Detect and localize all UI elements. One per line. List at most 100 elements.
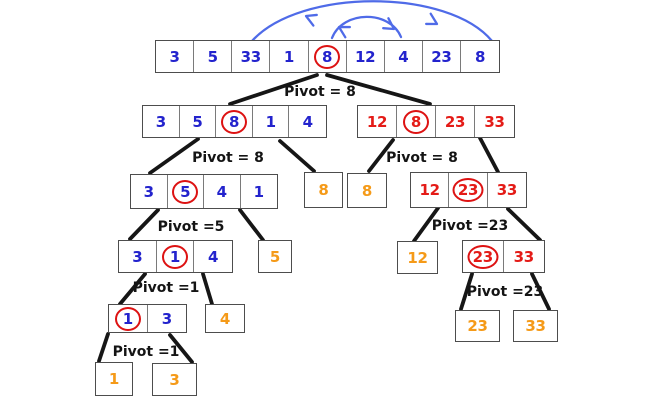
array-cell: 1 xyxy=(157,241,195,272)
cell-value: 8 xyxy=(321,47,333,66)
array-cell: 5 xyxy=(180,106,217,137)
cell-value: 23 xyxy=(457,181,479,199)
array-cell: 3 xyxy=(131,175,168,208)
tree-edge xyxy=(367,138,395,173)
arrowhead-icon xyxy=(304,13,318,27)
cell-value: 1 xyxy=(122,309,133,328)
swap-arrow xyxy=(330,15,403,40)
tree-edge xyxy=(478,136,500,174)
cell-value: 33 xyxy=(496,181,518,199)
array-cell: 8 xyxy=(309,41,347,72)
array-cell: 12 xyxy=(398,242,437,273)
cell-value: 23 xyxy=(431,47,452,66)
array-cell: 12 xyxy=(358,106,397,137)
array-cell: 33 xyxy=(475,106,514,137)
array-cell: 4 xyxy=(385,41,423,72)
array-l1-right: 12 8 23 33 xyxy=(357,105,515,138)
array-l3-left: 3 1 4 xyxy=(118,240,233,273)
array-cell: 23 xyxy=(456,311,499,341)
array-cell: 23 xyxy=(463,241,504,272)
single-5: 5 xyxy=(258,240,292,273)
cell-value: 8 xyxy=(474,47,486,66)
cell-value: 5 xyxy=(192,112,203,131)
array-cell: 8 xyxy=(216,106,253,137)
arrowhead-icon xyxy=(337,25,351,39)
array-cell: 4 xyxy=(206,305,244,332)
array-cell: 1 xyxy=(241,175,277,208)
arrowhead-icon xyxy=(382,17,396,31)
array-cell: 23 xyxy=(436,106,475,137)
cell-value: 12 xyxy=(355,47,376,66)
tree-edge xyxy=(97,332,110,363)
cell-value: 12 xyxy=(407,248,428,267)
single-4: 4 xyxy=(205,304,245,333)
cell-value: 1 xyxy=(265,112,276,131)
cell-value: 12 xyxy=(419,181,441,199)
cell-value: 3 xyxy=(169,47,180,66)
pivot-label-l3-left: Pivot =1 xyxy=(132,280,200,296)
cell-value: 33 xyxy=(525,317,546,335)
array-cell: 3 xyxy=(156,41,195,72)
tree-edge xyxy=(506,207,542,242)
array-cell: 23 xyxy=(449,173,488,207)
single-8-b: 8 xyxy=(347,173,387,208)
cell-value: 5 xyxy=(269,247,281,266)
array-cell: 5 xyxy=(194,41,233,72)
cell-value: 3 xyxy=(143,182,154,201)
pivot-label-l2-right: Pivot =23 xyxy=(431,218,509,234)
tree-edge xyxy=(148,137,200,175)
array-cell: 4 xyxy=(289,106,326,137)
cell-value: 5 xyxy=(180,182,191,201)
array-l2-right: 12 23 33 xyxy=(410,172,527,208)
array-cell: 33 xyxy=(514,311,557,341)
tree-edge xyxy=(325,73,432,106)
array-cell: 23 xyxy=(423,41,461,72)
cell-value: 4 xyxy=(208,247,219,266)
cell-value: 1 xyxy=(169,247,181,266)
tree-edge xyxy=(459,272,474,311)
array-cell: 3 xyxy=(143,106,180,137)
array-cell: 3 xyxy=(119,241,157,272)
array-cell: 3 xyxy=(148,305,186,332)
tree-edge xyxy=(128,208,160,241)
tree-edge xyxy=(238,208,265,242)
array-cell: 1 xyxy=(96,363,132,395)
array-cell: 3 xyxy=(153,364,196,395)
cell-value: 1 xyxy=(283,47,294,66)
pivot-label-l1-right: Pivot = 8 xyxy=(386,150,458,166)
array-cell: 1 xyxy=(253,106,290,137)
array-cell: 8 xyxy=(305,173,342,207)
array-cell: 1 xyxy=(270,41,309,72)
cell-value: 23 xyxy=(444,112,466,131)
single-12: 12 xyxy=(397,241,438,274)
cell-value: 4 xyxy=(398,47,409,66)
cell-value: 1 xyxy=(108,370,120,388)
cell-value: 8 xyxy=(361,181,373,200)
array-cell: 4 xyxy=(194,241,232,272)
tree-edge xyxy=(201,272,214,306)
array-cell: 5 xyxy=(168,175,204,208)
pivot-label-l1-left: Pivot = 8 xyxy=(192,150,264,166)
array-cell: 8 xyxy=(348,174,386,207)
tree-edge xyxy=(228,73,319,106)
tree-edge xyxy=(278,139,316,173)
array-cell: 8 xyxy=(461,41,499,72)
single-3: 3 xyxy=(152,363,197,396)
cell-value: 8 xyxy=(410,112,422,131)
single-23: 23 xyxy=(455,310,500,342)
pivot-label-l2-left: Pivot =5 xyxy=(157,219,225,235)
cell-value: 4 xyxy=(219,309,231,328)
swap-arrow xyxy=(250,0,494,43)
cell-value: 3 xyxy=(132,247,143,266)
array-cell: 33 xyxy=(504,241,544,272)
tree-edge xyxy=(412,206,440,243)
cell-value: 3 xyxy=(169,370,180,389)
cell-value: 8 xyxy=(318,181,329,199)
pivot-label-l4-left: Pivot =1 xyxy=(112,344,180,360)
